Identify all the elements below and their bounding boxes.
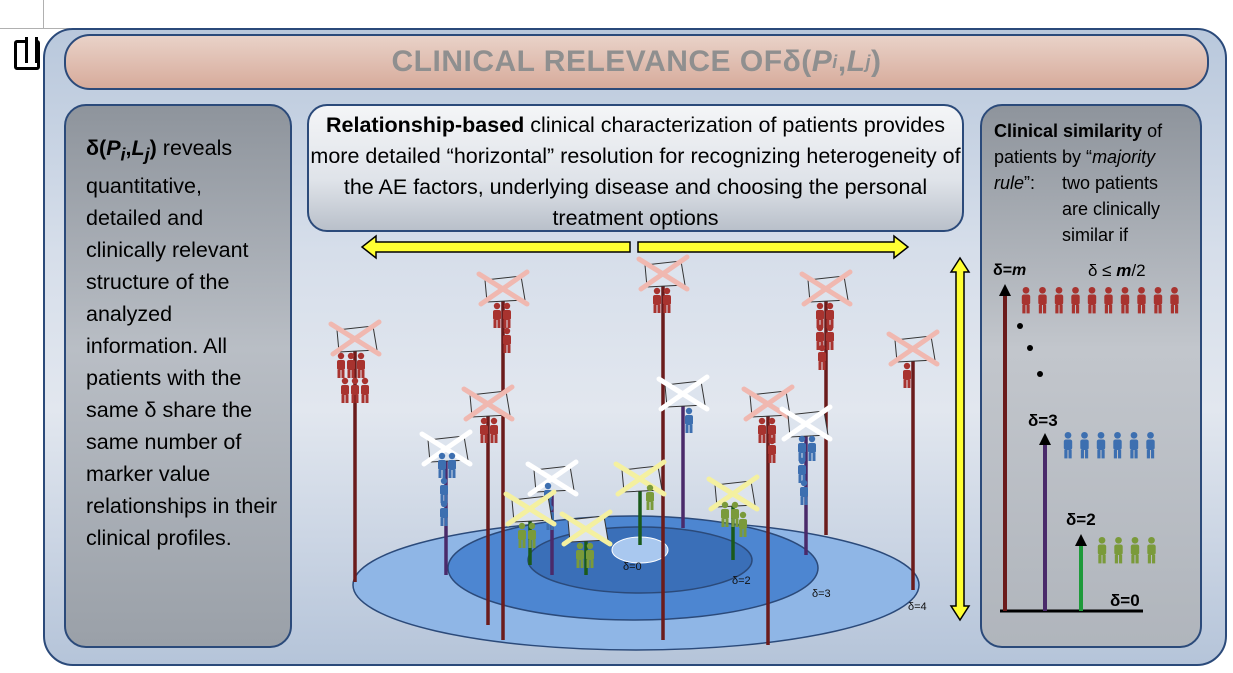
- similarity-italic: majority rule: [994, 147, 1156, 193]
- corner-guide-horizontal: [0, 28, 70, 29]
- corner-guide-vertical: [43, 0, 44, 28]
- similarity-text-c2: are clinically: [1062, 199, 1161, 219]
- top-box-bold: Relationship-based: [326, 113, 525, 137]
- similarity-panel: Clinical similarity of patients by “majo…: [980, 104, 1202, 648]
- left-p-sub: i: [120, 144, 126, 165]
- top-box-text: clinical characterization of patients pr…: [310, 113, 961, 230]
- left-delta: δ(: [86, 136, 107, 160]
- similarity-text-c1: two patients: [1062, 173, 1159, 193]
- left-p: P: [106, 136, 121, 160]
- similarity-bold: Clinical similarity: [994, 121, 1143, 141]
- left-description-panel: δ(Pi,Lj) reveals quantitative, detailed …: [64, 104, 292, 648]
- similarity-text-a: of patients by “: [994, 121, 1163, 167]
- title-p-sub: i: [832, 51, 838, 72]
- left-l: L: [131, 136, 145, 160]
- title-l-sub: j: [865, 51, 871, 72]
- title-delta: δ: [782, 45, 802, 78]
- title-text: CLINICAL RELEVANCE OF: [391, 45, 783, 78]
- left-comma: ,: [125, 136, 132, 160]
- left-text-1: reveals quantitative, detailed and clini…: [86, 136, 249, 359]
- left-paren-close: ): [149, 136, 157, 160]
- left-text-2: All patients with the same δ share the s…: [86, 334, 278, 551]
- similarity-text: Clinical similarity of patients by “majo…: [994, 118, 1199, 248]
- title-p: P: [811, 45, 833, 78]
- title-comma: ,: [837, 45, 847, 78]
- left-l-sub: j: [144, 144, 150, 165]
- logo-icon: [14, 37, 40, 70]
- title-paren-close: ): [871, 45, 882, 78]
- title-paren-open: (: [801, 45, 812, 78]
- title-l: L: [846, 45, 866, 78]
- relationship-description-box: Relationship-based clinical characteriza…: [307, 104, 964, 232]
- similarity-text-b: ”:: [1024, 173, 1036, 193]
- similarity-text-c3: similar if: [1062, 225, 1128, 245]
